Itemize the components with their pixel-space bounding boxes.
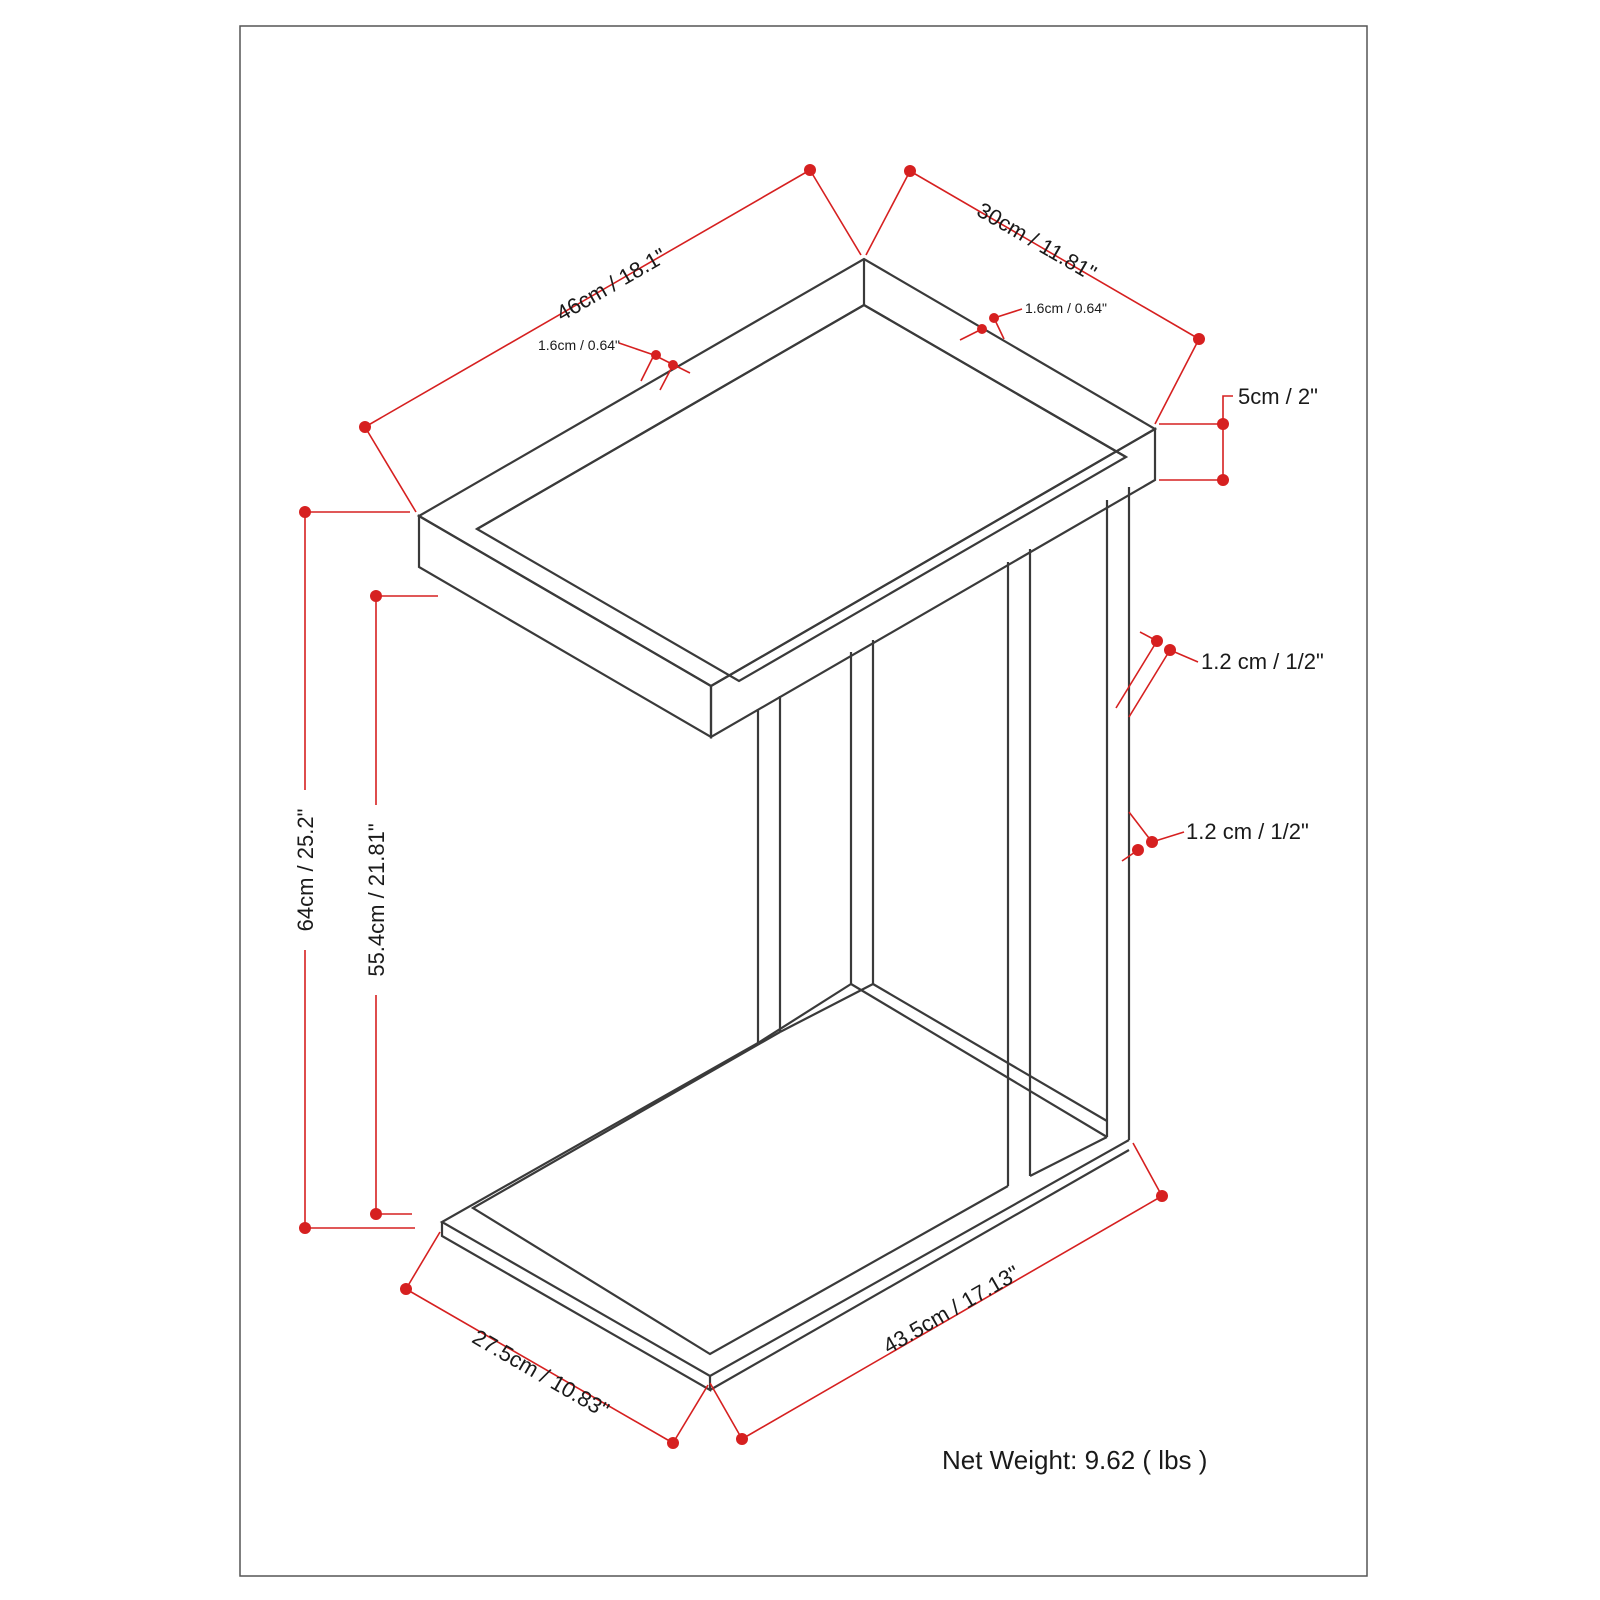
base-outer-lower xyxy=(440,1222,712,1392)
label-tube-upper: 1.2 cm / 1/2" xyxy=(1201,649,1324,674)
dim-top-width-line xyxy=(909,170,1200,340)
base-outer-lower-edge xyxy=(709,1149,1130,1391)
label-rim-right: 1.6cm / 0.64" xyxy=(1025,300,1107,316)
base-back-link xyxy=(1029,1136,1108,1177)
dim-clear-height-dot-b xyxy=(370,1208,382,1220)
dim-thickness-dot-b xyxy=(1217,474,1229,486)
tray-front-face xyxy=(417,514,713,739)
dim-base-length-dot-b xyxy=(1156,1190,1168,1202)
tray-top-face xyxy=(416,257,1158,688)
dim-base-width-ext-b xyxy=(672,1384,709,1444)
page-border xyxy=(239,25,1368,1577)
dim-base-width-ext-a xyxy=(405,1231,441,1290)
dim-rim-left-tick-a xyxy=(640,354,655,382)
tray-inner-rim xyxy=(474,303,1129,683)
dim-rim-right-dot-b xyxy=(989,313,999,323)
dim-rim-left-dot-a xyxy=(651,350,661,360)
dim-clear-height-dot-a xyxy=(370,590,382,602)
dim-top-width-ext-a xyxy=(865,170,911,256)
dim-top-width-ext-b xyxy=(1154,338,1200,425)
back-support xyxy=(756,487,1131,1186)
dim-tube-upper-dot-b xyxy=(1164,644,1176,656)
side-table-drawing xyxy=(416,257,1158,1392)
base-frame xyxy=(439,983,1130,1392)
dim-tube-lower-dot-b xyxy=(1146,836,1158,848)
dim-base-width-line xyxy=(405,1288,674,1444)
label-net-weight: Net Weight: 9.62 ( lbs ) xyxy=(942,1445,1207,1475)
tray-side-face xyxy=(709,427,1157,739)
dim-tube-lower-dot-a xyxy=(1132,844,1144,856)
base-outer xyxy=(439,1042,1130,1378)
dim-base-length-line xyxy=(741,1195,1163,1440)
dim-total-height-dot-a xyxy=(299,506,311,518)
dim-top-length-ext-b xyxy=(809,169,862,256)
dim-tube-upper-tick-a xyxy=(1115,640,1158,709)
dim-base-length-ext-a xyxy=(709,1382,743,1440)
base-side-rail-2 xyxy=(872,983,1108,1122)
dim-top-length-dot-a xyxy=(359,421,371,433)
label-tube-lower: 1.2 cm / 1/2" xyxy=(1186,819,1309,844)
dimension-lines xyxy=(299,164,1233,1449)
label-base-length: 43.5cm / 17.13" xyxy=(879,1260,1024,1358)
dim-base-width-dot-a xyxy=(400,1283,412,1295)
dim-base-length-ext-b xyxy=(1132,1142,1163,1197)
dim-tube-upper-tick-b xyxy=(1128,649,1171,718)
base-side-rail xyxy=(850,983,1108,1138)
dim-top-length-ext-a xyxy=(364,426,417,513)
dim-thickness-leader xyxy=(1222,395,1233,424)
label-rim-left: 1.6cm / 0.64" xyxy=(538,337,620,353)
base-rear-rail-2 xyxy=(779,983,874,1033)
dim-top-width-dot-a xyxy=(904,165,916,177)
dim-rim-right-dot-a xyxy=(977,324,987,334)
dim-rim-left-dot-b xyxy=(668,360,678,370)
dim-thickness-dot-a xyxy=(1217,418,1229,430)
label-base-width: 27.5cm / 10.83" xyxy=(468,1324,613,1422)
dim-top-length-dot-b xyxy=(804,164,816,176)
label-total-height: 64cm / 25.2" xyxy=(293,809,318,932)
label-top-length: 46cm / 18.1" xyxy=(552,243,671,326)
label-top-width: 30cm / 11.81" xyxy=(973,197,1101,285)
label-top-thickness: 5cm / 2" xyxy=(1238,384,1318,409)
base-rear-rail xyxy=(757,983,852,1044)
dim-tube-upper-dot-a xyxy=(1151,635,1163,647)
label-clearance-height: 55.4cm / 21.81" xyxy=(364,823,389,976)
dim-top-length-line xyxy=(364,169,811,428)
tray-top xyxy=(416,257,1158,739)
base-inner xyxy=(470,1031,1009,1356)
dim-tube-lower-tick-b xyxy=(1128,811,1153,843)
dim-base-length-dot-a xyxy=(736,1433,748,1445)
dim-rim-left-link xyxy=(618,342,655,356)
dim-top-width-dot-b xyxy=(1193,333,1205,345)
dim-base-width-dot-b xyxy=(667,1437,679,1449)
dim-total-height-dot-b xyxy=(299,1222,311,1234)
